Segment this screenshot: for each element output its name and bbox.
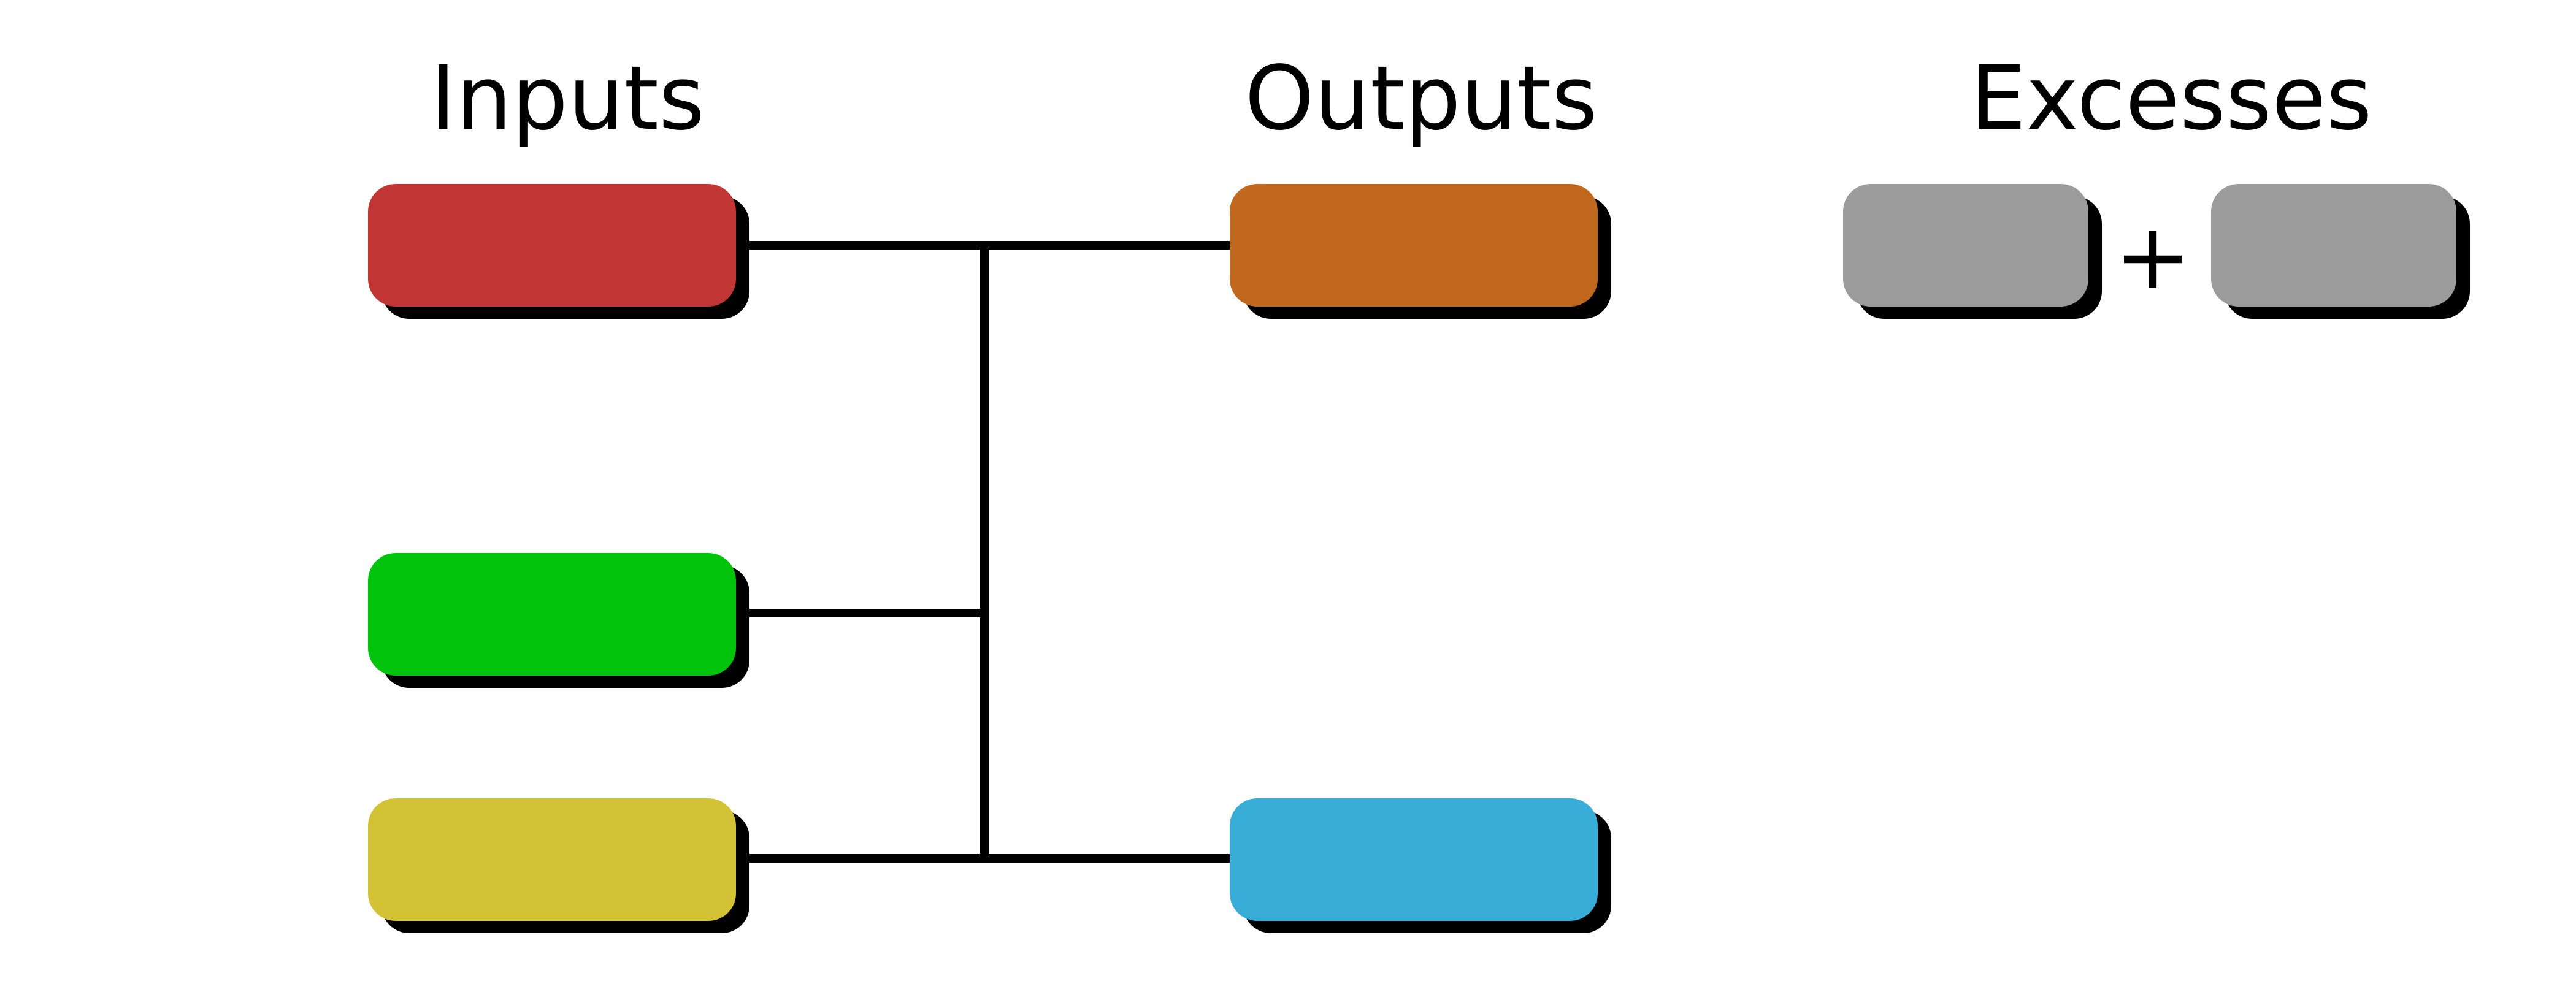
- plus-sign: +: [2114, 204, 2191, 310]
- excesses-heading: Excesses: [1970, 47, 2372, 150]
- output-box-blue: [1230, 798, 1598, 921]
- input-box-green: [368, 553, 736, 676]
- excess-box-left: [1843, 184, 2088, 307]
- output-box-orange: [1230, 184, 1598, 307]
- outputs-heading: Outputs: [1244, 47, 1597, 150]
- input-box-yellow: [368, 798, 736, 921]
- excess-box-right: [2211, 184, 2456, 307]
- input-box-red: [368, 184, 736, 307]
- inputs-heading: Inputs: [430, 47, 705, 150]
- connector-lines: [732, 241, 1237, 863]
